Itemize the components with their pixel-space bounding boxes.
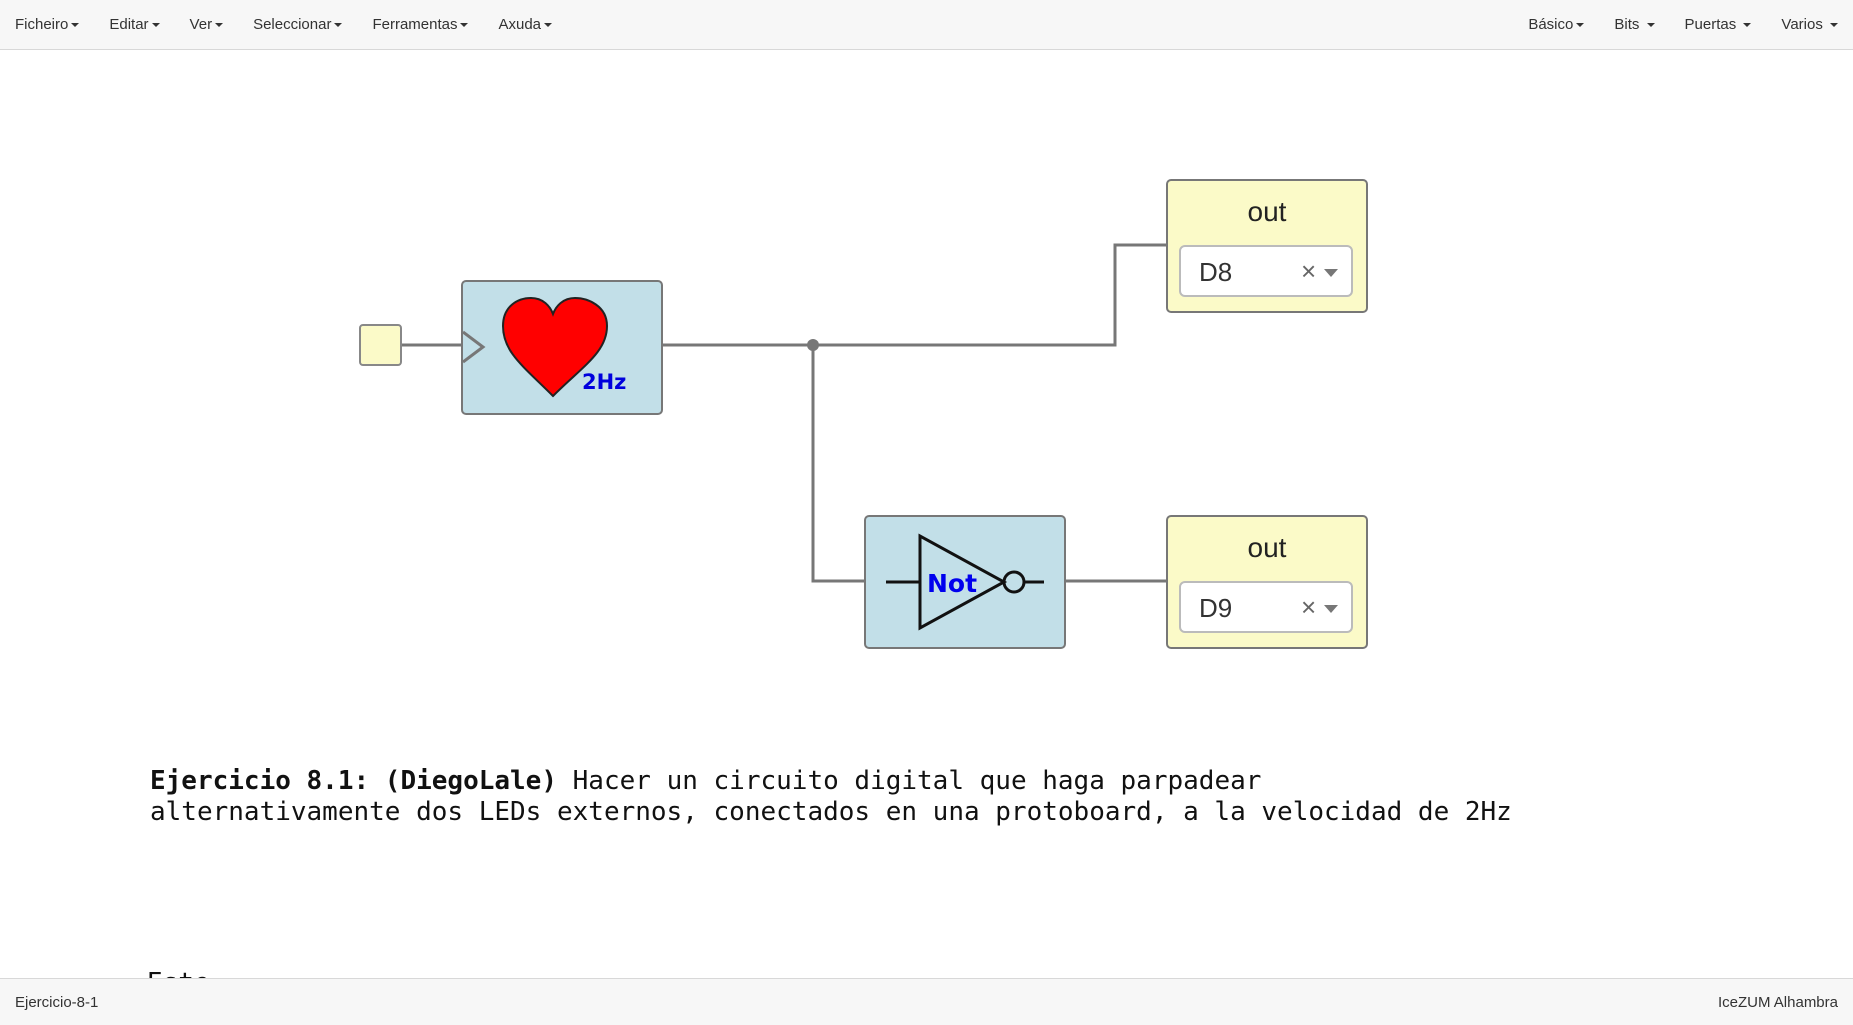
menu-seleccionar[interactable]: Seleccionar xyxy=(238,0,357,50)
clear-icon[interactable]: × xyxy=(1301,592,1317,622)
output-label: out xyxy=(1247,532,1287,563)
menu-varios[interactable]: Varios xyxy=(1766,0,1853,50)
pin-select-d9[interactable]: D9 × xyxy=(1179,581,1353,633)
menu-ficheiro[interactable]: Ficheiro xyxy=(0,0,94,50)
menu-ferramentas[interactable]: Ferramentas xyxy=(357,0,483,50)
pin-value: D9 xyxy=(1199,593,1233,623)
menu-ver[interactable]: Ver xyxy=(175,0,239,50)
wire-junction xyxy=(807,339,819,351)
output-label: out xyxy=(1247,196,1287,227)
not-gate-block[interactable]: Not xyxy=(864,515,1066,649)
description-comment[interactable]: Ejercicio 8.1: (DiegoLale) Hacer un circ… xyxy=(150,766,1750,828)
output-block-d8[interactable]: out D8 × xyxy=(1166,179,1368,313)
pin-select-d8[interactable]: D8 × xyxy=(1179,245,1353,297)
output-block-d9[interactable]: out D9 × xyxy=(1166,515,1368,649)
caret-down-icon xyxy=(544,23,553,28)
description-partial-line: Este xyxy=(147,968,210,978)
wire-heart-to-d8 xyxy=(662,243,1167,347)
caret-down-icon xyxy=(1830,23,1838,28)
caret-down-icon xyxy=(71,23,80,28)
dropdown-arrow-icon[interactable] xyxy=(1324,605,1338,613)
exercise-title: Ejercicio 8.1: (DiegoLale) xyxy=(150,766,557,796)
caret-down-icon xyxy=(1743,23,1752,28)
not-gate-icon xyxy=(886,533,1044,631)
heart-clock-block[interactable]: 2Hz xyxy=(461,280,663,415)
circuit-canvas[interactable]: 2Hz Not out D8 × out D9 × xyxy=(0,50,1853,978)
wires-layer xyxy=(402,243,1167,583)
caret-down-icon xyxy=(460,23,469,28)
description-line-1: Ejercicio 8.1: (DiegoLale) Hacer un circ… xyxy=(150,766,1262,796)
wire-branch-to-not xyxy=(811,345,865,583)
board-name[interactable]: IceZUM Alhambra xyxy=(1717,994,1838,1011)
caret-down-icon xyxy=(334,23,343,28)
menu-editar[interactable]: Editar xyxy=(94,0,174,50)
dropdown-arrow-icon[interactable] xyxy=(1324,269,1338,277)
caret-down-icon xyxy=(215,23,224,28)
input-port-block[interactable] xyxy=(359,324,402,366)
clear-icon[interactable]: × xyxy=(1301,256,1317,286)
heart-icon xyxy=(463,296,609,398)
top-menu-bar: Ficheiro Editar Ver Seleccionar Ferramen… xyxy=(0,0,1853,50)
caret-down-icon xyxy=(151,23,160,28)
collections-menu: Básico Bits Puertas Varios xyxy=(1513,0,1853,50)
pin-value: D8 xyxy=(1199,257,1233,287)
caret-down-icon xyxy=(1576,23,1585,28)
menu-puertas[interactable]: Puertas xyxy=(1670,0,1767,50)
not-gate-label: Not xyxy=(927,569,978,598)
project-name: Ejercicio-8-1 xyxy=(15,994,99,1011)
caret-down-icon xyxy=(1646,23,1655,28)
menu-basico[interactable]: Básico xyxy=(1513,0,1599,50)
footer-bar: Ejercicio-8-1 IceZUM Alhambra xyxy=(0,978,1853,1025)
menu-bits[interactable]: Bits xyxy=(1599,0,1669,50)
description-line-2: alternativamente dos LEDs externos, cone… xyxy=(150,797,1512,827)
menu-axuda[interactable]: Axuda xyxy=(483,0,567,50)
main-menu: Ficheiro Editar Ver Seleccionar Ferramen… xyxy=(0,0,567,50)
frequency-label: 2Hz xyxy=(582,370,627,394)
